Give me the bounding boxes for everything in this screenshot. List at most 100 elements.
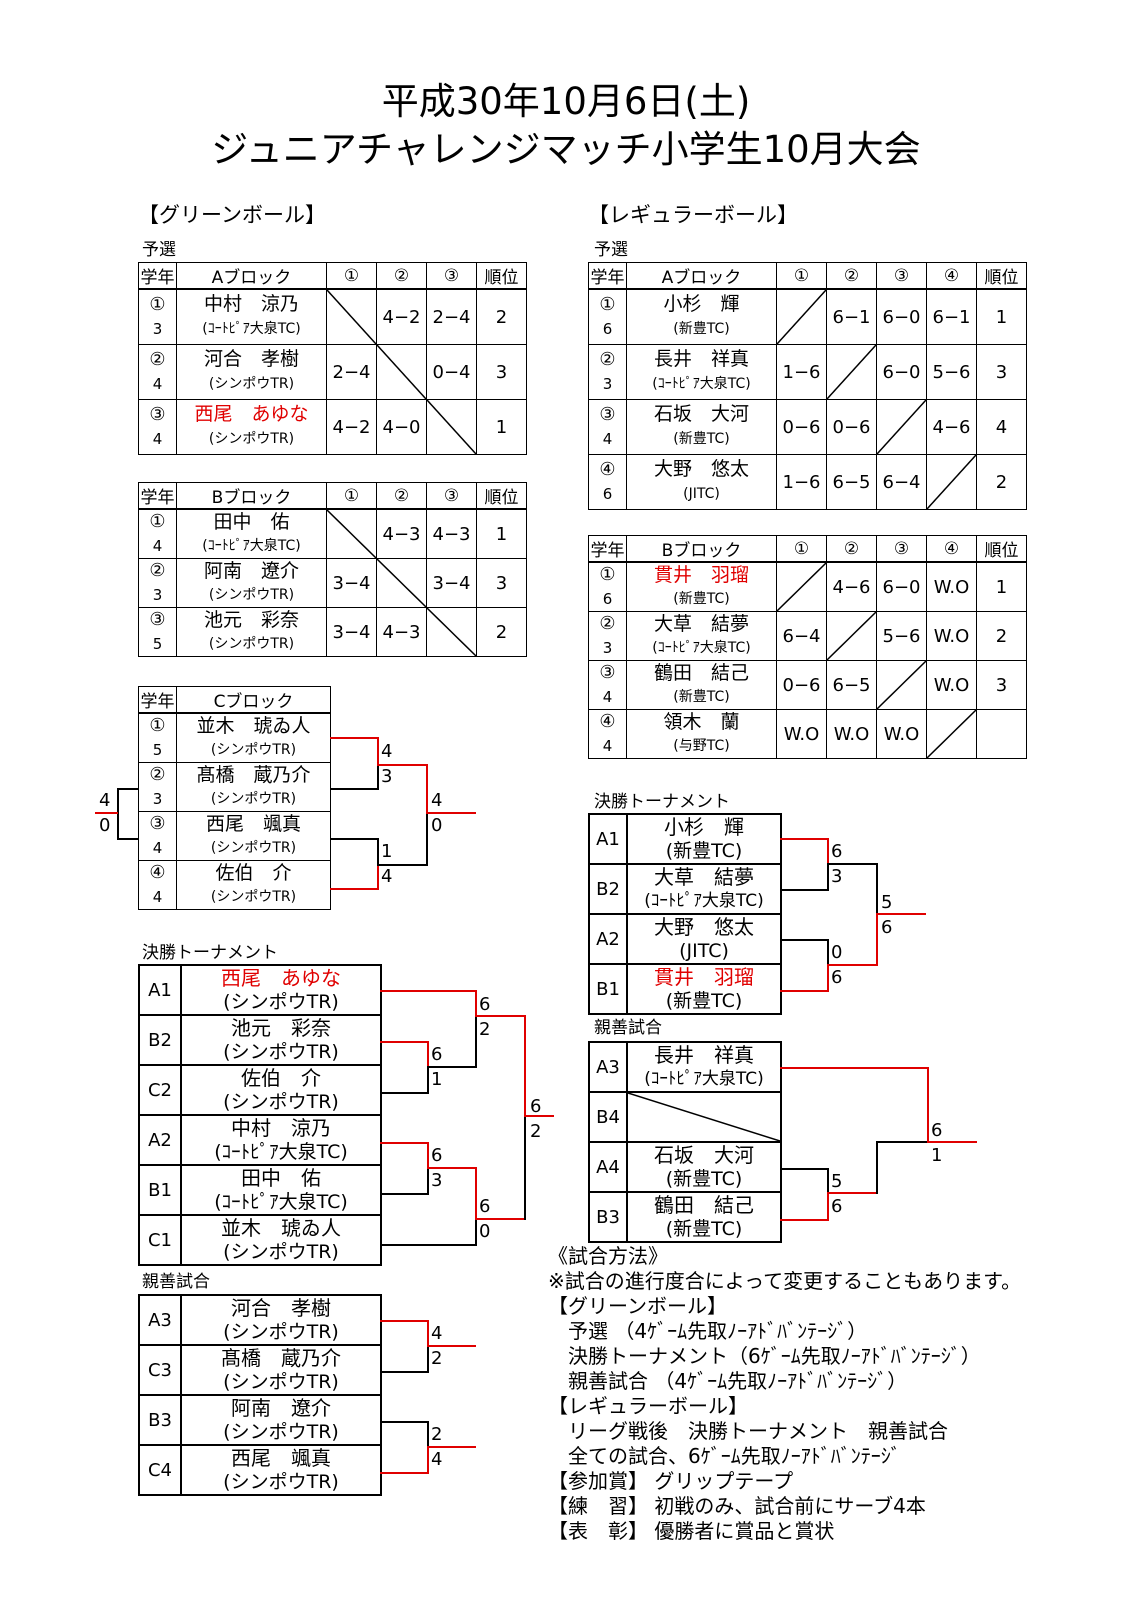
rank-header: 順位 [976, 262, 1027, 290]
rank-cell: 2 [476, 288, 527, 345]
bracket-line [524, 1015, 526, 1117]
grade-header: 学年 [138, 482, 177, 510]
regular-friendly-label: 親善試合 [594, 1018, 662, 1038]
player-name: 大野 悠太 [654, 915, 754, 939]
score: 6 [431, 1044, 443, 1065]
rank-cell: 1 [476, 399, 527, 455]
self-cell [426, 607, 477, 657]
bracket-line [380, 1193, 428, 1195]
score: 5 [881, 892, 893, 913]
rank-header: 順位 [476, 262, 527, 290]
self-cell [326, 508, 377, 559]
score: 1 [931, 1145, 943, 1166]
bracket-line [377, 737, 379, 765]
col-mark: ② [376, 482, 427, 510]
bracket-line [876, 1141, 928, 1143]
bracket-line [427, 1446, 476, 1448]
bracket-line [427, 1421, 429, 1447]
score: 6 [831, 967, 843, 988]
score: 2 [431, 1348, 443, 1369]
player-club: (新豊TC) [665, 1218, 743, 1240]
bracket-line [426, 813, 428, 866]
bracket-line [780, 838, 828, 840]
player-club: (シンポウTR) [223, 1421, 339, 1443]
player-club: (シンポウTR) [210, 889, 297, 905]
player-name: 阿南 遼介 [203, 560, 299, 582]
player-name: 河合 孝樹 [231, 1296, 331, 1320]
bracket-line [380, 1041, 428, 1043]
green-heading: 【グリーンボール】 [138, 203, 326, 227]
score: 6 [881, 917, 893, 938]
block-name: Cブロック [176, 686, 331, 714]
player-name: 大草 結夢 [653, 613, 749, 635]
player-club: (シンポウTR) [208, 636, 295, 652]
score: 4 [431, 1449, 443, 1470]
bracket-line [380, 1472, 428, 1474]
block-name: Bブロック [626, 535, 777, 563]
player-name: 貫井 羽瑠 [654, 965, 754, 989]
self-cell [426, 399, 477, 455]
green-final-label: 決勝トーナメント [142, 943, 278, 963]
bracket-line [427, 1345, 476, 1347]
bracket-line [426, 764, 428, 814]
player-club: (新豊TC) [665, 840, 743, 862]
score: 6 [530, 1096, 542, 1117]
bracket-line [780, 1168, 828, 1170]
notes-line: ※試合の進行度合によって変更することもあります。 [548, 1269, 1022, 1293]
col-mark: ③ [426, 262, 477, 290]
player-club: (シンポウTR) [223, 991, 339, 1013]
bracket-line [427, 1066, 476, 1068]
block-name: Bブロック [176, 482, 327, 510]
bracket-line [380, 1371, 428, 1373]
bracket-line [827, 863, 877, 865]
bracket-line [927, 1067, 929, 1142]
bracket-line [827, 838, 829, 864]
self-cell [376, 344, 427, 400]
score: 0 [431, 815, 443, 836]
player-name: 鶴田 結己 [653, 662, 749, 684]
self-cell [876, 660, 927, 710]
bye-cell [626, 1091, 782, 1143]
player-name: 鶴田 結己 [654, 1193, 754, 1217]
rank-cell: 2 [976, 611, 1027, 661]
bracket-line [380, 1092, 428, 1094]
bracket-line [427, 1320, 429, 1346]
player-name: 河合 孝樹 [203, 348, 299, 370]
rank-cell: 2 [476, 607, 527, 657]
regular-prelim-label: 予選 [594, 240, 628, 260]
green-friendly-label: 親善試合 [142, 1272, 210, 1292]
bracket-line [475, 1015, 477, 1068]
player-name: 西尾 颯真 [231, 1446, 331, 1470]
score: 2 [479, 1019, 491, 1040]
col-mark: ④ [926, 262, 977, 290]
rank-cell: 3 [976, 344, 1027, 400]
score: 0 [479, 1221, 491, 1242]
self-cell [776, 561, 827, 612]
player-club: (シンポウTR) [223, 1041, 339, 1063]
player-name: 中村 涼乃 [203, 293, 299, 315]
page-title-line2: ジュニアチャレンジマッチ小学生10月大会 [211, 128, 921, 171]
self-cell [826, 344, 877, 400]
bracket-line [827, 1193, 829, 1221]
notes-line: 《試合方法》 [548, 1244, 668, 1268]
player-club: (ｺｰﾄﾋﾟｱ大泉TC) [644, 891, 764, 911]
notes-line: 親善試合 （4ｹﾞｰﾑ先取ﾉｰｱﾄﾞﾊﾞﾝﾃｰｼﾞ） [548, 1369, 908, 1393]
green-prelim-label: 予選 [142, 240, 176, 260]
player-club: (シンポウTR) [210, 742, 297, 758]
player-name: 小杉 輝 [663, 293, 740, 315]
bracket-line [377, 764, 427, 766]
regular-final-label: 決勝トーナメント [594, 792, 730, 812]
player-club: (ｺｰﾄﾋﾟｱ大泉TC) [214, 1191, 348, 1213]
player-name: 石坂 大河 [654, 1143, 754, 1167]
rank-cell: 3 [476, 344, 527, 400]
bracket-line [780, 889, 828, 891]
